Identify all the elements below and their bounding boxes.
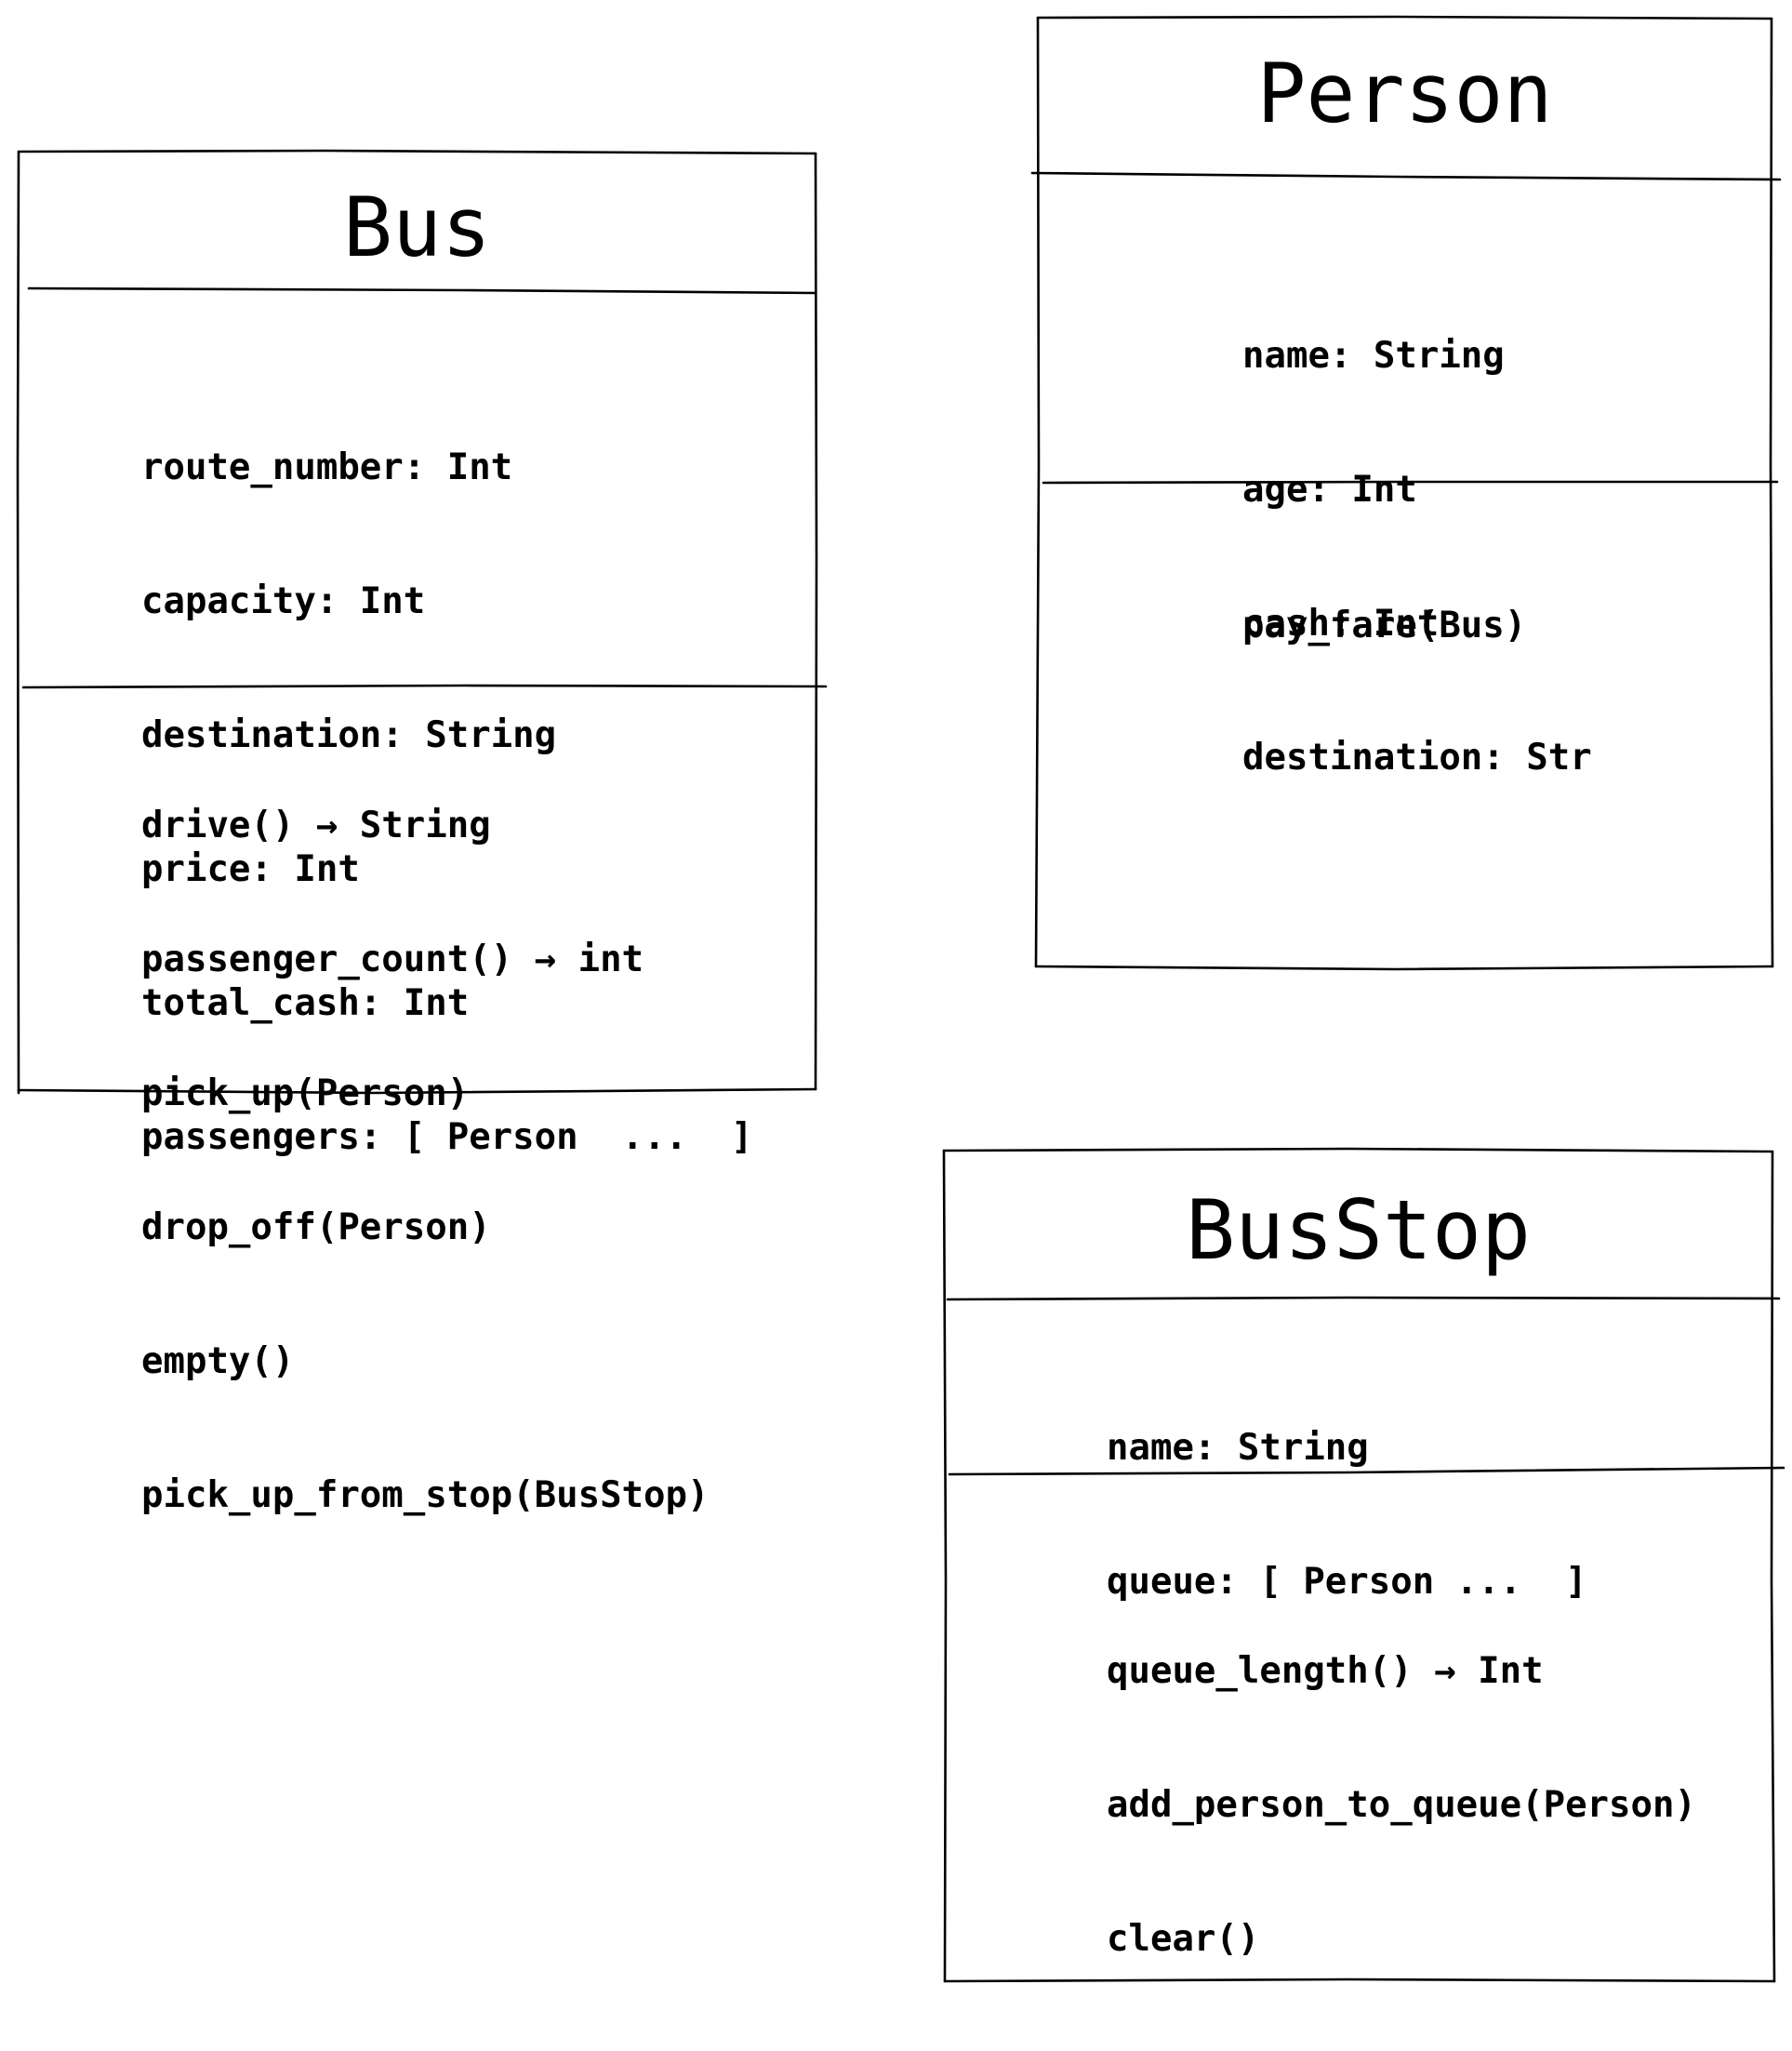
bus-class-name: Bus [343, 180, 491, 275]
person-class-name: Person [1256, 46, 1553, 141]
method-pick-up: pick_up(Person) [141, 1072, 470, 1114]
person-attributes: name: String age: Int cash: Int destinat… [1242, 245, 1592, 870]
busstop-class: BusStop name: String queue: [ Person ...… [944, 1151, 1772, 1981]
method-empty: empty() [141, 1340, 295, 1382]
method-pick-up-from-stop: pick_up_from_stop(BusStop) [141, 1474, 710, 1516]
method-pay-fare: pay_fare(Bus) [1242, 605, 1527, 646]
attribute-capacity: capacity: Int [141, 580, 426, 622]
method-passenger-count: passenger_count() → int [141, 939, 644, 980]
busstop-class-name: BusStop [1186, 1182, 1531, 1278]
attribute-price: price: Int [141, 848, 360, 890]
attribute-name: name: String [1107, 1427, 1369, 1469]
method-drop-off: drop_off(Person) [141, 1206, 491, 1248]
attribute-destination: destination: String [141, 714, 557, 756]
method-add-person-to-queue: add_person_to_queue(Person) [1107, 1784, 1696, 1826]
attribute-passengers: passengers: [ Person ... ] [141, 1116, 753, 1158]
attribute-name: name: String [1242, 335, 1505, 377]
attribute-total-cash: total_cash: Int [141, 982, 470, 1024]
attribute-age: age: Int [1242, 469, 1417, 511]
busstop-attributes: name: String queue: [ Person ... ] [1107, 1337, 1587, 1694]
bus-attributes: route_number: Int capacity: Int destinat… [141, 356, 752, 1249]
method-clear: clear() [1107, 1918, 1260, 1960]
bus-class: Bus route_number: Int capacity: Int dest… [19, 152, 816, 1517]
person-class: Person name: String age: Int cash: Int d… [1038, 18, 1772, 966]
attribute-route-number: route_number: Int [141, 446, 513, 488]
person-methods: pay_fare(Bus) [1242, 514, 1526, 738]
attribute-cash: cash: Int [1242, 603, 1440, 645]
attribute-destination: destination: Str [1242, 737, 1592, 779]
method-queue-length: queue_length() → Int [1107, 1650, 1544, 1692]
attribute-queue: queue: [ Person ... ] [1107, 1561, 1587, 1603]
method-drive: drive() → String [141, 805, 491, 846]
busstop-methods: queue_length() → Int add_person_to_queue… [1107, 1560, 1696, 2051]
bus-methods: drive() → String passenger_count() → int… [141, 714, 709, 1607]
